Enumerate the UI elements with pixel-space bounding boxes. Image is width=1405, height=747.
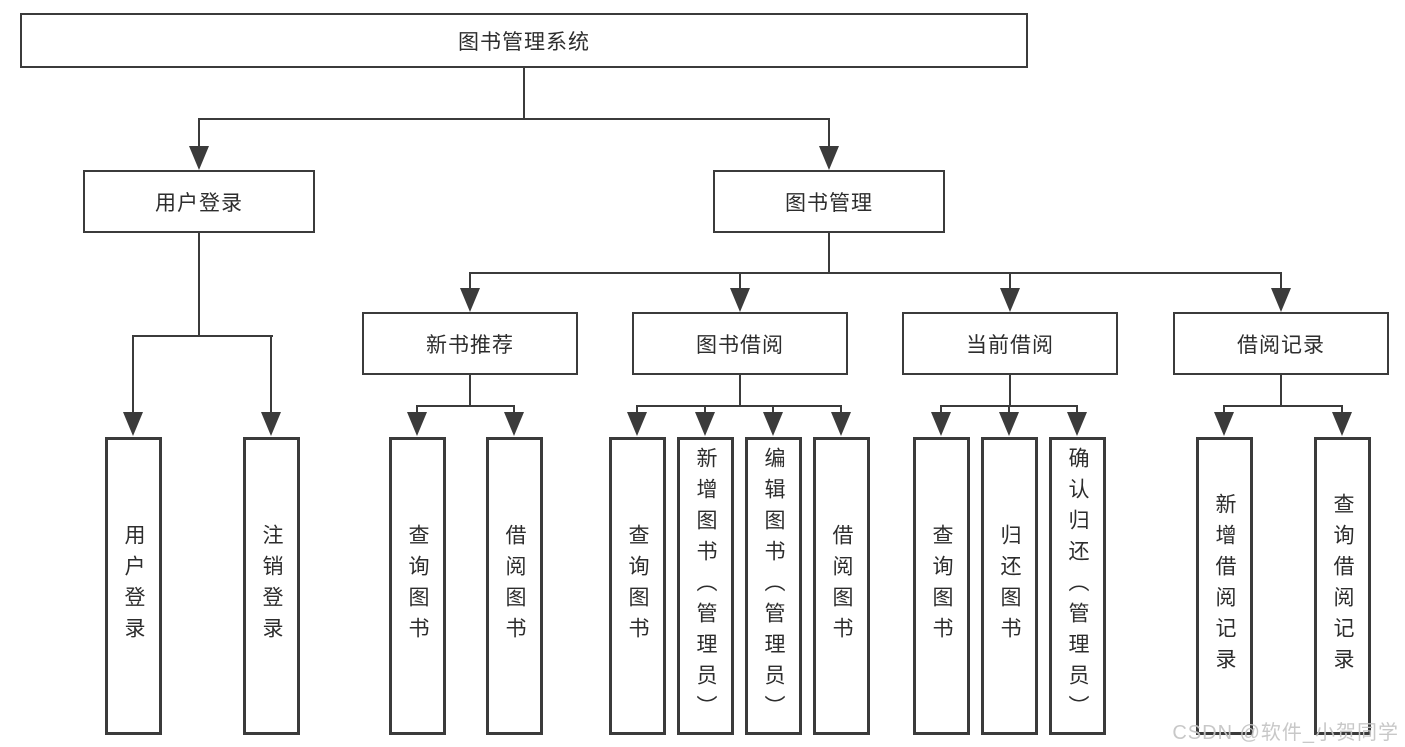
leaf-user-login: 用户登录 xyxy=(105,437,162,735)
connector-borrow-records-stem xyxy=(1280,375,1282,407)
arrowhead-current-borrow xyxy=(1000,288,1020,312)
arrowhead-leaf-2 xyxy=(407,412,427,436)
connector-arrow-stem-leaf-12 xyxy=(1341,405,1343,415)
leaf-query-books-current: 查询图书 xyxy=(913,437,970,735)
connector-new-book-recommend-stem xyxy=(469,375,471,407)
connector-arrow-stem-book-borrow xyxy=(739,272,741,292)
arrowhead-leaf-9 xyxy=(999,412,1019,436)
arrowhead-leaf-4 xyxy=(627,412,647,436)
node-book-borrow: 图书借阅 xyxy=(632,312,848,375)
node-book-management: 图书管理 xyxy=(713,170,945,233)
leaf-query-books-borrow: 查询图书 xyxy=(609,437,666,735)
connector-arrow-stem-borrow-records xyxy=(1280,272,1282,292)
node-root: 图书管理系统 xyxy=(20,13,1028,68)
arrowhead-leaf-user-login xyxy=(123,412,143,436)
node-borrow-records: 借阅记录 xyxy=(1173,312,1389,375)
leaf-confirm-return-admin: 确认归还（管理员） xyxy=(1049,437,1106,735)
arrowhead-leaf-5 xyxy=(695,412,715,436)
connector-arrow-stem-book-management xyxy=(828,118,830,150)
connector-book-borrow-stem xyxy=(739,375,741,407)
leaf-borrow-books: 借阅图书 xyxy=(813,437,870,735)
node-new-book-recommend: 新书推荐 xyxy=(362,312,578,375)
leaf-add-book-admin: 新增图书（管理员） xyxy=(677,437,734,735)
node-user-login: 用户登录 xyxy=(83,170,315,233)
arrowhead-new-book-recommend xyxy=(460,288,480,312)
leaf-add-borrow-record: 新增借阅记录 xyxy=(1196,437,1253,735)
arrowhead-borrow-records xyxy=(1271,288,1291,312)
connector-arrow-stem-current-borrow xyxy=(1009,272,1011,292)
connector-new-book-recommend-split xyxy=(416,405,515,407)
arrowhead-leaf-6 xyxy=(763,412,783,436)
connector-arrow-stem-leaf-2 xyxy=(416,405,418,415)
arrowhead-leaf-8 xyxy=(931,412,951,436)
arrowhead-leaf-logout xyxy=(261,412,281,436)
arrowhead-leaf-10 xyxy=(1067,412,1087,436)
connector-arrow-stem-leaf-6 xyxy=(772,405,774,415)
connector-arrow-stem-leaf-3 xyxy=(513,405,515,415)
connector-arrow-stem-leaf-11 xyxy=(1223,405,1225,415)
connector-arrow-stem-leaf-logout xyxy=(270,335,272,415)
leaf-edit-book-admin: 编辑图书（管理员） xyxy=(745,437,802,735)
leaf-query-borrow-record: 查询借阅记录 xyxy=(1314,437,1371,735)
connector-arrow-stem-leaf-9 xyxy=(1008,405,1010,415)
arrowhead-book-borrow xyxy=(730,288,750,312)
arrowhead-leaf-11 xyxy=(1214,412,1234,436)
connector-book-borrow-split xyxy=(636,405,842,407)
connector-borrow-records-split xyxy=(1223,405,1343,407)
leaf-query-books-recommend: 查询图书 xyxy=(389,437,446,735)
csdn-watermark: CSDN @软件_小贺同学 xyxy=(1172,722,1399,744)
leaf-logout: 注销登录 xyxy=(243,437,300,735)
connector-arrow-stem-leaf-8 xyxy=(940,405,942,415)
arrowhead-book-management xyxy=(819,146,839,170)
arrowhead-leaf-3 xyxy=(504,412,524,436)
connector-user-login-split xyxy=(132,335,273,337)
connector-arrow-stem-leaf-10 xyxy=(1076,405,1078,415)
connector-arrow-stem-leaf-4 xyxy=(636,405,638,415)
leaf-return-book: 归还图书 xyxy=(981,437,1038,735)
arrowhead-leaf-7 xyxy=(831,412,851,436)
connector-book-management-split xyxy=(469,272,1282,274)
connector-arrow-stem-leaf-5 xyxy=(704,405,706,415)
connector-user-login-stem xyxy=(198,233,200,337)
connector-book-management-stem xyxy=(828,233,830,274)
connector-arrow-stem-leaf-7 xyxy=(840,405,842,415)
connector-root-split xyxy=(198,118,830,120)
node-current-borrow: 当前借阅 xyxy=(902,312,1118,375)
connector-root-stem xyxy=(523,68,525,120)
leaf-borrow-books-recommend: 借阅图书 xyxy=(486,437,543,735)
arrowhead-leaf-12 xyxy=(1332,412,1352,436)
arrowhead-user-login xyxy=(189,146,209,170)
connector-arrow-stem-new-book-recommend xyxy=(469,272,471,292)
connector-arrow-stem-leaf-user-login xyxy=(132,335,134,415)
connector-current-borrow-stem xyxy=(1009,375,1011,407)
connector-arrow-stem-user-login xyxy=(198,118,200,150)
